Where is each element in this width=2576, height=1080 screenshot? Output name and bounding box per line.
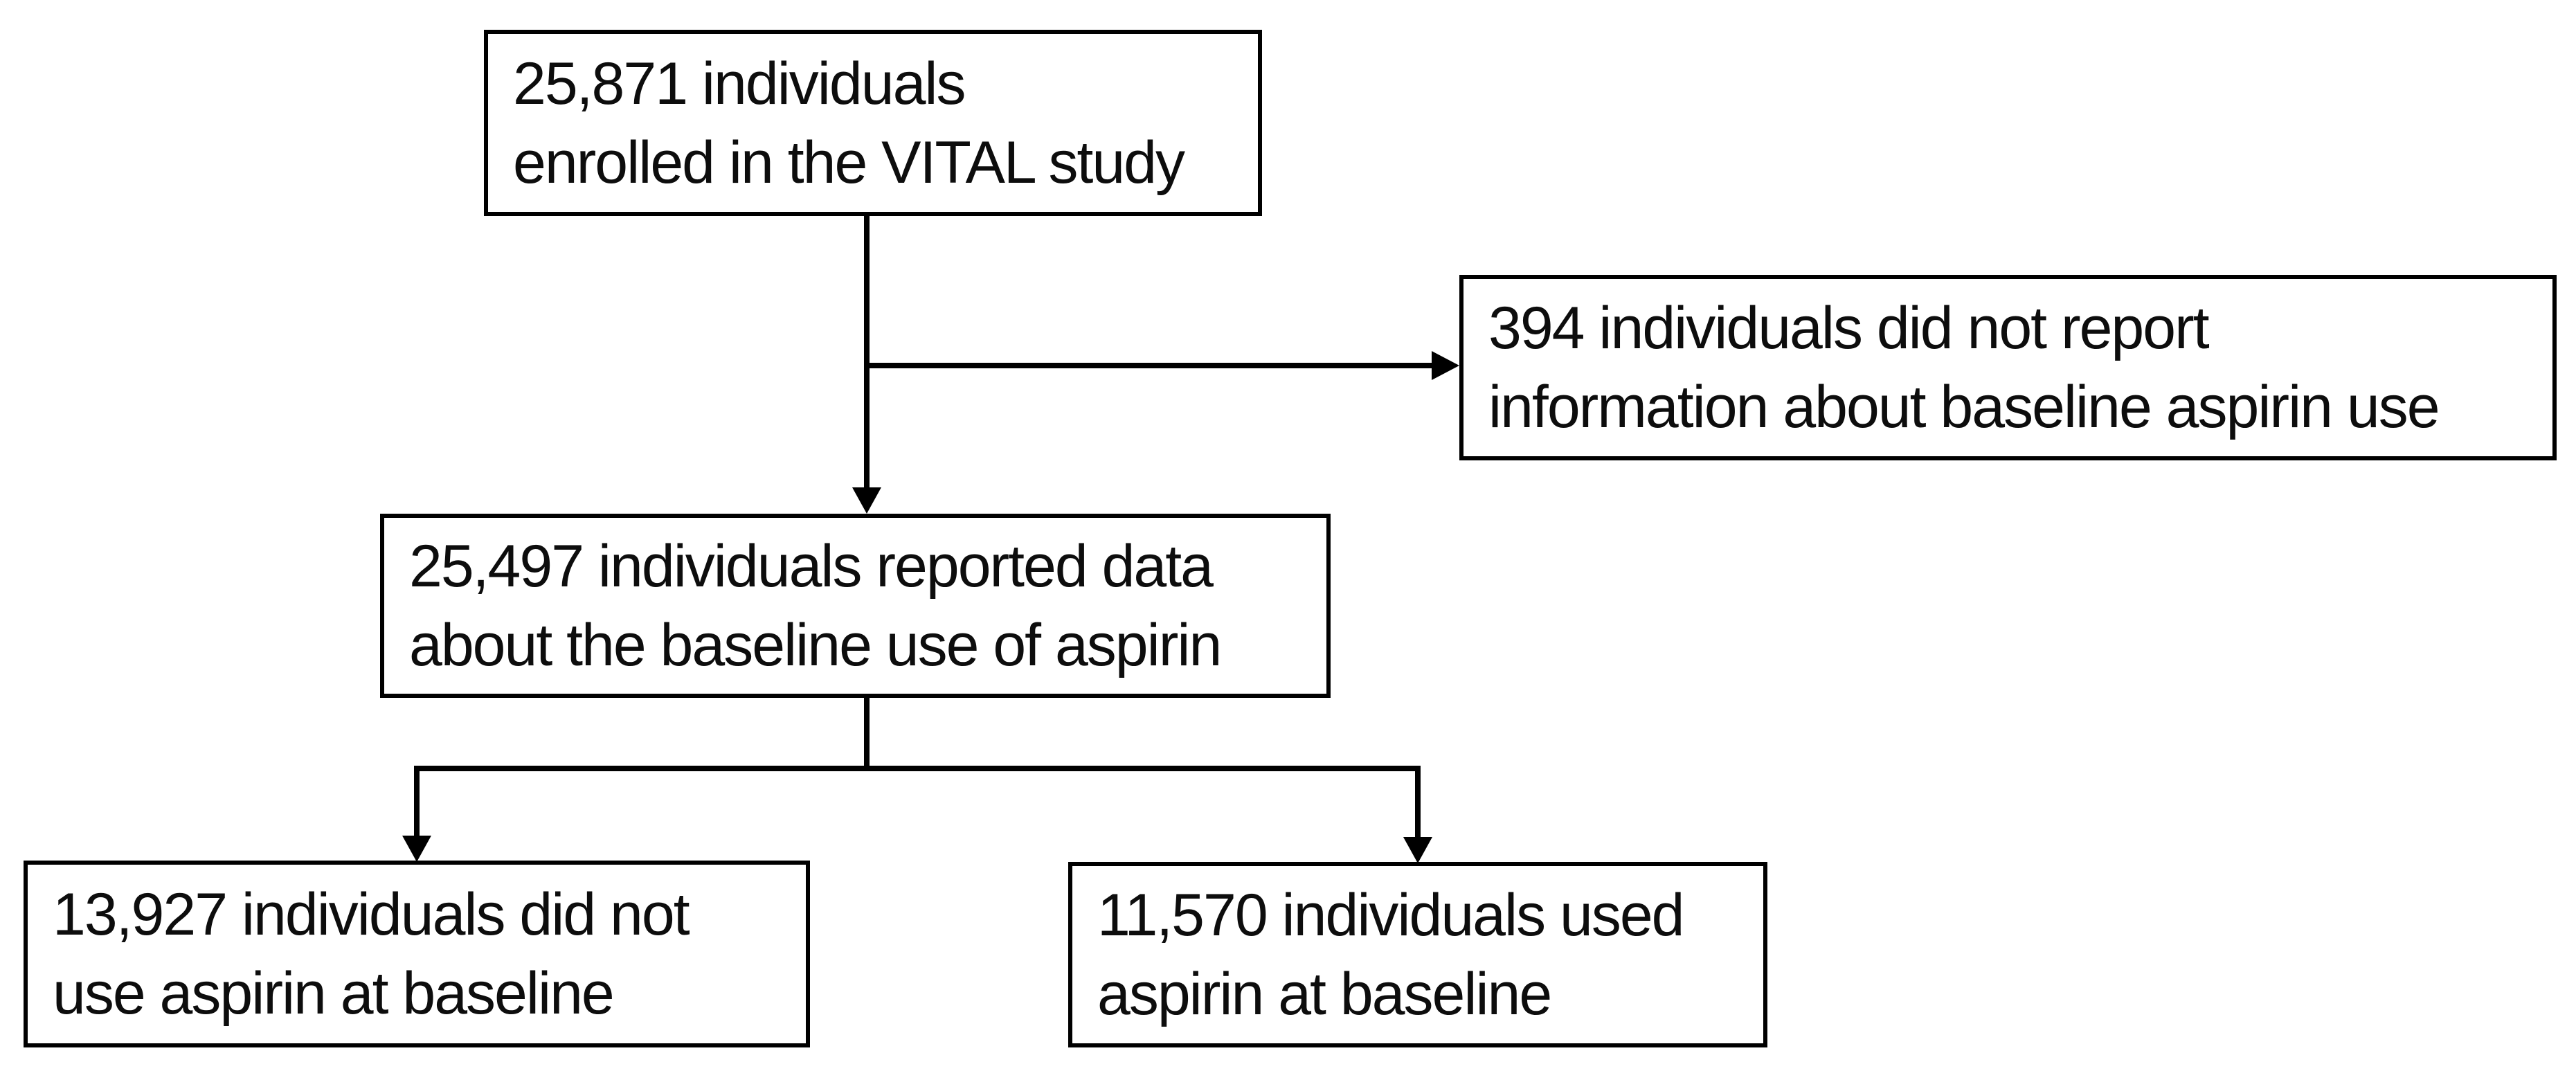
flow-node-used-aspirin-line1: 11,570 individuals used (1097, 882, 1685, 948)
flow-node-used-aspirin-line2: aspirin at baseline (1097, 961, 1552, 1027)
flow-node-no-aspirin: 13,927 individuals did not use aspirin a… (24, 861, 810, 1047)
connector-reported-split-stem (864, 698, 870, 771)
arrow-right-icon (1432, 351, 1459, 380)
flow-node-reported-baseline: 25,497 individuals reported data about t… (380, 514, 1331, 698)
flow-node-reported-line1: 25,497 individuals reported data (409, 533, 1214, 600)
flow-node-used-aspirin: 11,570 individuals used aspirin at basel… (1068, 862, 1767, 1047)
connector-enrolled-to-reported-line (864, 216, 870, 490)
flow-node-reported-line2: about the baseline use of aspirin (409, 612, 1222, 678)
flow-node-enrolled: 25,871 individuals enrolled in the VITAL… (484, 30, 1262, 216)
flow-node-excluded-line1: 394 individuals did not report (1488, 295, 2210, 361)
connector-split-horizontal-line (414, 766, 1421, 771)
flow-node-enrolled-line1: 25,871 individuals (513, 50, 966, 117)
flow-node-excluded-line2: information about baseline aspirin use (1488, 374, 2440, 440)
flow-node-no-aspirin-line2: use aspirin at baseline (53, 960, 615, 1027)
flow-node-no-aspirin-line1: 13,927 individuals did not (53, 881, 690, 948)
connector-split-to-used-aspirin-line (1415, 766, 1421, 838)
arrow-down-icon (852, 487, 881, 514)
flow-node-enrolled-line2: enrolled in the VITAL study (513, 129, 1185, 196)
flow-node-excluded-no-info: 394 individuals did not report informati… (1459, 275, 2557, 460)
arrow-down-icon (402, 836, 431, 862)
arrow-down-icon (1403, 837, 1432, 863)
connector-enrolled-to-excluded-line (867, 363, 1433, 368)
connector-split-to-no-aspirin-line (414, 766, 420, 837)
